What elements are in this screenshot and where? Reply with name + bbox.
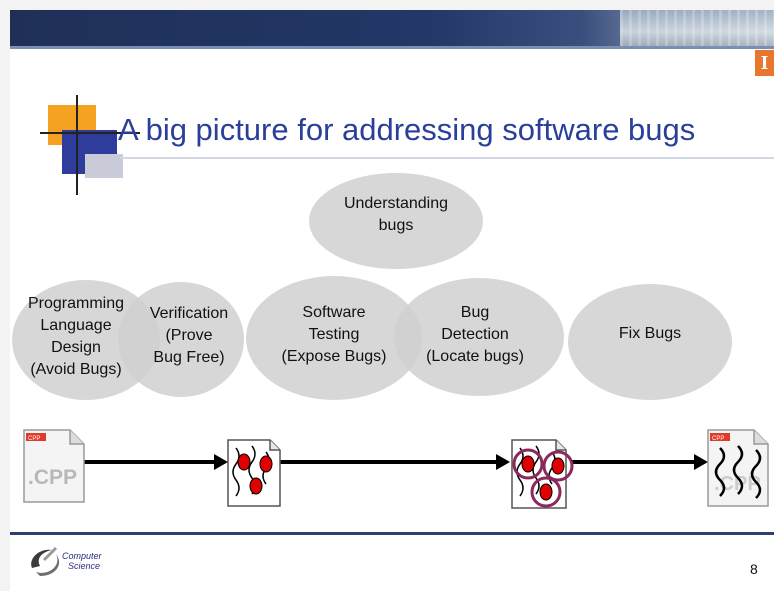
bubble-fix-bugs-label: Fix Bugs (588, 323, 712, 345)
bubble-bug-detection-label: Bug Detection (Locate bugs) (410, 302, 540, 368)
bug-icon (521, 455, 535, 473)
label-line: Design (51, 339, 101, 356)
bubble-verification-label: Verification (Prove Bug Free) (131, 303, 247, 369)
arrow-3-head (694, 454, 708, 470)
file-tag: CPP (28, 436, 40, 442)
bubble-software-testing-label: Software Testing (Expose Bugs) (266, 302, 402, 368)
cpp-file-icon: CPP .CPP (23, 429, 85, 503)
title-deco-light-square (85, 154, 123, 178)
bubble-bug-detection (394, 278, 564, 396)
label-line: Detection (441, 326, 509, 343)
bubble-fix-bugs (568, 284, 732, 400)
label-line: Testing (308, 326, 360, 343)
arrow-1-head (214, 454, 228, 470)
bug-icon (259, 455, 273, 473)
label-line: Software (302, 304, 366, 321)
title-underline (120, 157, 774, 159)
bubble-understanding-bugs (309, 173, 483, 269)
fixed-cpp-file-icon: CPP .CPP (707, 429, 769, 507)
label-line: Verification (149, 305, 229, 322)
title-deco-vertical-line (76, 95, 78, 195)
label-line: Understanding (343, 195, 449, 212)
bubble-understanding-bugs-label: Understanding bugs (309, 193, 483, 237)
bug-locator-circle (530, 476, 562, 508)
label-line: (Expose Bugs) (281, 348, 387, 365)
label-line: Fix Bugs (618, 325, 682, 342)
logo-line-2: Science (68, 561, 100, 571)
file-extension-label: .CPP (714, 473, 761, 495)
flow-arrows (82, 454, 708, 470)
university-logo: I (755, 50, 774, 76)
bug-icon (249, 477, 263, 495)
footer-rule (10, 532, 774, 535)
computer-science-logo: Computer Science (31, 546, 103, 576)
label-line: bugs (378, 217, 414, 234)
label-line: Bug Free) (153, 349, 225, 366)
label-line: (Avoid Bugs) (30, 361, 122, 378)
arrow-2-head (496, 454, 510, 470)
bug-locator-circle (512, 448, 544, 480)
bubble-software-testing (246, 276, 422, 400)
label-line: (Locate bugs) (426, 348, 524, 365)
bug-icon (237, 453, 251, 471)
page-number: 8 (750, 561, 758, 577)
label-line: Language (40, 317, 112, 334)
bubble-programming-language-design-label: Programming Language Design (Avoid Bugs) (10, 293, 146, 381)
slide: I A big picture for addressing software … (10, 10, 774, 591)
label-line: Programming (27, 295, 125, 312)
bubble-verification (118, 282, 244, 397)
bug-locator-circle (542, 450, 574, 482)
slide-title: A big picture for addressing software bu… (118, 112, 696, 147)
header-photo (620, 10, 774, 46)
header-rule (10, 46, 774, 49)
located-bugs-file-icon (511, 439, 574, 509)
logo-line-1: Computer (62, 551, 103, 561)
bug-icon (551, 457, 565, 475)
label-line: Bug (460, 304, 490, 321)
file-extension-label: .CPP (28, 466, 77, 489)
bug-icon (539, 483, 553, 501)
label-line: (Prove (165, 327, 213, 344)
title-deco-horizontal-line (40, 132, 140, 134)
file-tag: CPP (712, 436, 724, 442)
buggy-file-icon (227, 439, 281, 507)
